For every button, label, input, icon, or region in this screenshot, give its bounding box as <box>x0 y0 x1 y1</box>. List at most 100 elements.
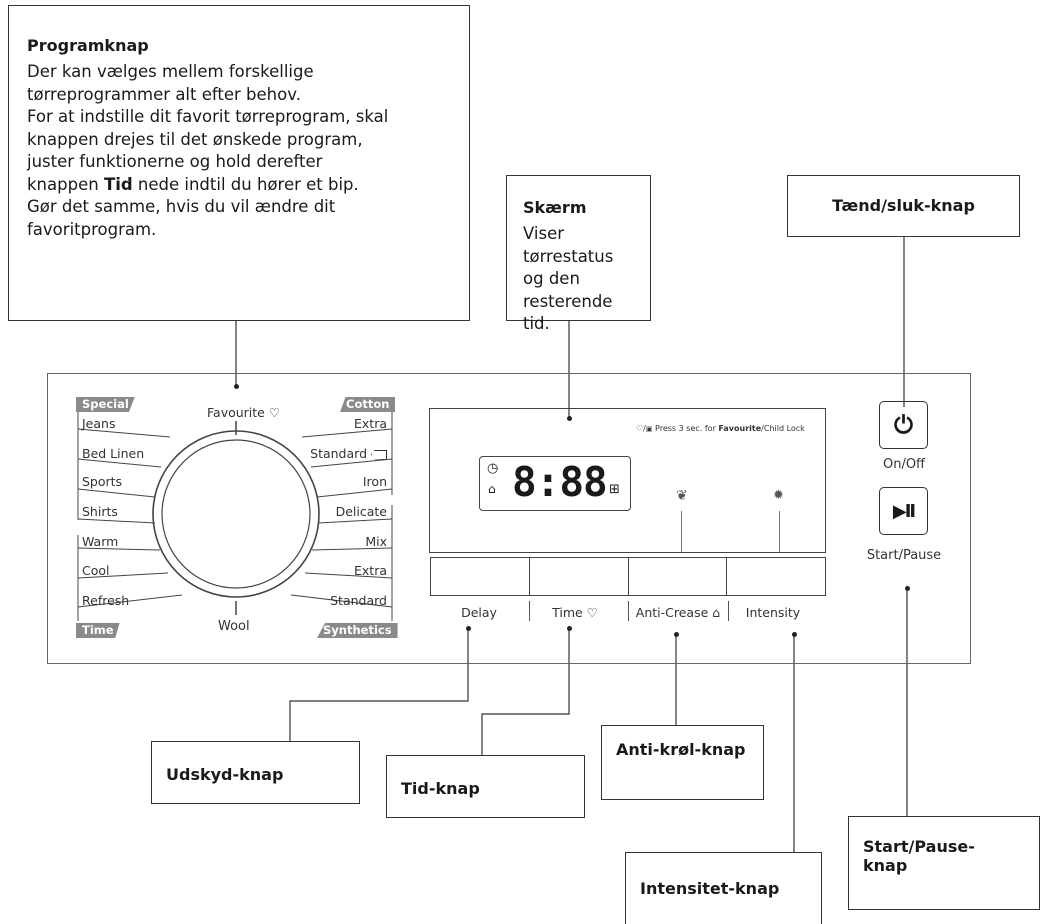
anticrease-callout: Anti-krøl-knap <box>601 725 764 800</box>
program-dial-graphic <box>77 407 393 621</box>
time-marker-dot <box>567 626 572 631</box>
program-right-1[interactable]: Standard <box>310 446 387 461</box>
heart-icon: ♡ <box>586 605 598 620</box>
callout-title: knap <box>863 856 908 875</box>
power-label: On/Off <box>882 457 926 472</box>
program-marker-dot <box>234 384 239 389</box>
callout-title: Udskyd-knap <box>166 765 284 784</box>
program-left-5[interactable]: Cool <box>82 563 110 578</box>
anticrease-label-text: Anti-Crease <box>635 605 709 620</box>
delay-label: Delay <box>461 605 497 620</box>
program-left-2[interactable]: Sports <box>82 474 123 489</box>
digit-window <box>479 456 631 511</box>
program-knob-callout: Programknap Der kan vælges mellem forske… <box>8 5 470 321</box>
callout-bold-segment: Tid <box>103 174 133 194</box>
intensity-callout: Intensitet-knap <box>625 852 822 924</box>
callout-line: og den <box>523 269 580 288</box>
startpause-callout: Start/Pause- knap <box>848 816 1040 910</box>
anticrease-button[interactable] <box>629 558 728 595</box>
child-lock-icon: ⌂ <box>712 605 721 620</box>
callout-title: Tid-knap <box>401 779 480 798</box>
hint-favourite: Favourite <box>718 424 762 433</box>
callout-line: juster funktionerne og hold derefter <box>27 152 323 171</box>
callout-title: Start/Pause- <box>863 837 975 856</box>
program-right-4[interactable]: Mix <box>365 534 387 549</box>
callout-title: Anti-krøl-knap <box>616 740 746 759</box>
delay-callout: Udskyd-knap <box>151 741 360 804</box>
program-right-3[interactable]: Delicate <box>335 504 387 519</box>
sun-indicator-line <box>779 511 780 552</box>
program-left-0[interactable]: Jeans <box>82 416 116 431</box>
leaf-indicator-line <box>681 511 682 552</box>
leaf-icon: ❦ <box>676 488 688 504</box>
control-panel <box>47 373 971 664</box>
grid-icon: ⊞ <box>609 482 620 497</box>
clock-icon: ◷ <box>487 461 499 476</box>
button-label-divider <box>728 601 729 621</box>
button-label-divider <box>529 601 530 621</box>
callout-line: Viser tørrestatus <box>523 224 614 266</box>
delay-button[interactable] <box>431 558 530 595</box>
display-screen <box>429 408 826 553</box>
callout-text-segment: knappen <box>27 174 104 194</box>
program-right-5[interactable]: Extra <box>354 563 387 578</box>
program-right-6[interactable]: Standard <box>330 593 387 608</box>
lock-icon: ▣ <box>645 425 653 433</box>
dial-favourite-label: Favourite ♡ <box>207 405 280 420</box>
time-label-text: Time <box>552 605 583 620</box>
callout-line: favoritprogram. <box>27 219 157 239</box>
callout-line: knappen Tid nede indtil du hører et bip. <box>27 174 451 197</box>
sun-icon: ✹ <box>773 488 784 503</box>
time-group-tag: Time <box>76 623 120 638</box>
time-callout: Tid-knap <box>386 755 585 818</box>
start-pause-button[interactable]: ▶II <box>879 487 928 535</box>
callout-line: knappen drejes til det ønskede program, <box>27 129 363 149</box>
time-button[interactable] <box>530 558 629 595</box>
screen-callout: Skærm Viser tørrestatus og den resterend… <box>506 175 651 333</box>
hint-text: Press 3 sec. for <box>655 424 719 433</box>
power-button[interactable]: ⏻ <box>879 401 928 449</box>
button-label-divider <box>628 601 629 621</box>
screen-marker-dot <box>567 416 572 421</box>
callout-body: Viser tørrestatus og den resterende tid. <box>523 223 634 336</box>
heart-icon: ♡ <box>268 405 281 420</box>
program-left-6[interactable]: Refresh <box>82 593 130 608</box>
intensity-label: Intensity <box>745 605 801 620</box>
time-digits: 8:88 <box>512 458 608 506</box>
power-icon: ⏻ <box>894 411 913 439</box>
anticrease-label: Anti-Crease ⌂ <box>632 605 724 620</box>
program-left-3[interactable]: Shirts <box>82 504 118 519</box>
favourite-text: Favourite <box>207 405 265 420</box>
intensity-marker-dot <box>792 632 797 637</box>
hint-child: /Child Lock <box>761 424 805 433</box>
startpause-marker-dot <box>905 586 910 591</box>
callout-title: Skærm <box>523 198 587 217</box>
power-callout: Tænd/sluk-knap <box>787 175 1020 237</box>
callout-line: resterende tid. <box>523 291 613 334</box>
child-lock-icon: ⌂ <box>488 482 496 496</box>
program-right-2[interactable]: Iron <box>362 474 387 489</box>
callout-line: For at indstille dit favorit tørreprogra… <box>27 107 389 126</box>
display-hint: ♡/▣ Press 3 sec. for Favourite/Child Loc… <box>636 424 805 433</box>
delay-marker-dot <box>466 626 471 631</box>
anticrease-marker-dot <box>674 632 679 637</box>
start-pause-label: Start/Pause <box>866 548 942 563</box>
callout-line: tørreprogrammer alt efter behov. <box>27 84 301 104</box>
callout-line: Gør det samme, hvis du vil ændre dit <box>27 197 336 216</box>
program-left-1[interactable]: Bed Linen <box>82 446 145 461</box>
program-right-1-text: Standard <box>310 446 368 461</box>
callout-title: Programknap <box>27 36 149 55</box>
intensity-button[interactable] <box>727 558 825 595</box>
program-bottom-wool[interactable]: Wool <box>218 619 250 634</box>
program-right-0[interactable]: Extra <box>354 416 387 431</box>
play-pause-icon: ▶II <box>892 500 916 522</box>
special-group-tag: Special <box>76 397 135 412</box>
tag-icon <box>371 449 387 460</box>
button-row <box>430 557 826 596</box>
callout-body: Der kan vælges mellem forskellige tørrep… <box>27 61 451 241</box>
cotton-group-tag: Cotton <box>340 397 396 412</box>
heart-lock-hint: ♡/ <box>636 424 646 433</box>
program-left-4[interactable]: Warm <box>82 534 119 549</box>
callout-line: Der kan vælges mellem forskellige <box>27 62 314 81</box>
synthetics-group-tag: Synthetics <box>317 623 398 638</box>
